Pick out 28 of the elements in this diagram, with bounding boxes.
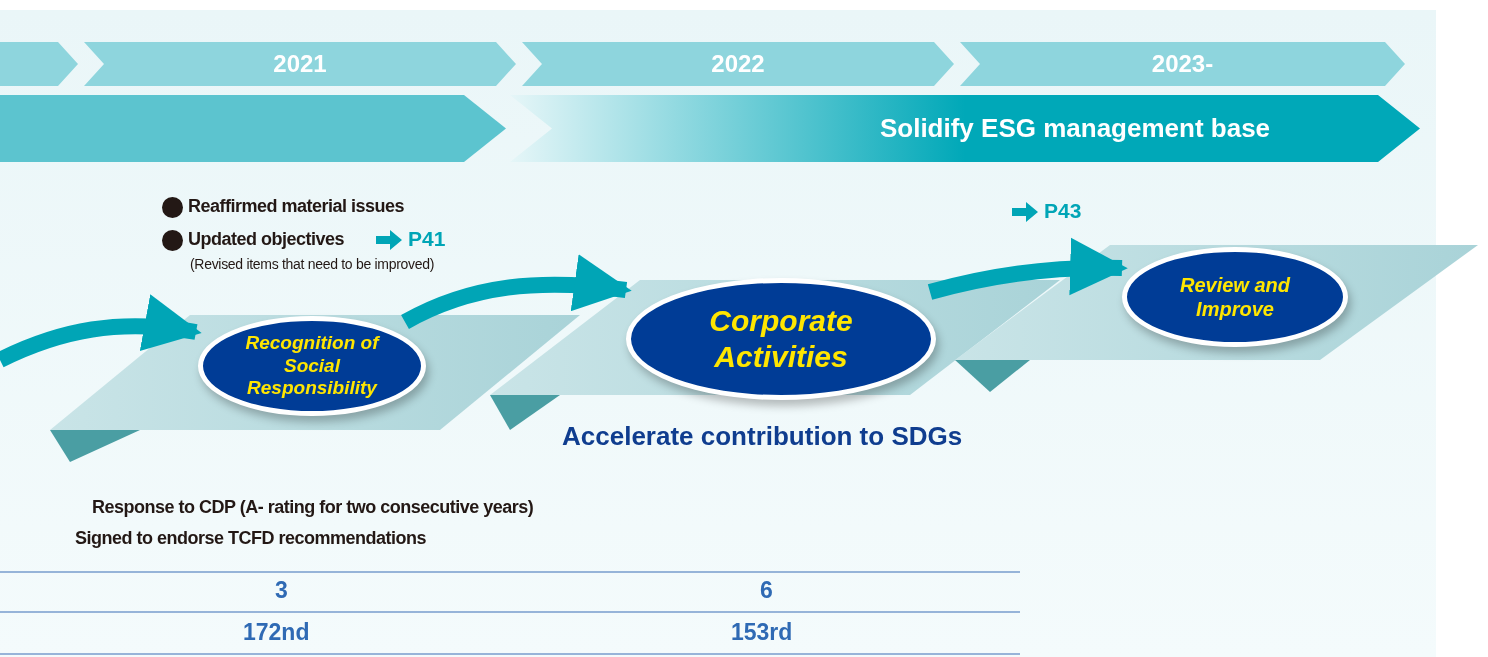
arrow <box>0 295 202 368</box>
table-cell: 172nd <box>243 619 310 646</box>
note-text: (Revised items that need to be improved) <box>190 256 434 272</box>
year-label: 2023- <box>1151 50 1214 78</box>
page-reference: P41 <box>408 227 446 251</box>
bullet-item: Reaffirmed material issues <box>188 196 405 217</box>
phase-label: Solidify ESG management base <box>879 113 1271 144</box>
note-text: Response to CDP (A- rating for two consecutive years) <box>92 497 534 518</box>
note-text: Signed to endorse TCFD recommendations <box>75 528 427 549</box>
heading-text: Accelerate contribution to SDGs <box>562 421 963 452</box>
bullet-item: Updated objectives <box>188 229 345 250</box>
arrow <box>401 255 632 330</box>
ellipse-label: Review and Improve <box>1178 273 1292 321</box>
year-label: 2021 <box>273 50 327 78</box>
timeline-segment <box>84 42 516 86</box>
arrow <box>927 238 1128 300</box>
timeline-segment <box>522 42 954 86</box>
phase-band <box>0 95 506 162</box>
timeline-segment <box>0 42 78 86</box>
ellipse-label: Recognition of Social Responsibility <box>244 331 381 401</box>
phase-band <box>510 95 1420 162</box>
table-cell: 3 <box>275 577 288 604</box>
timeline-segment <box>960 42 1405 86</box>
page-reference: P43 <box>1044 199 1082 223</box>
year-label: 2022 <box>711 50 765 78</box>
ellipse-label: Corporate Activities <box>708 303 854 375</box>
table-cell: 153rd <box>731 619 793 646</box>
table-cell: 6 <box>760 577 773 604</box>
